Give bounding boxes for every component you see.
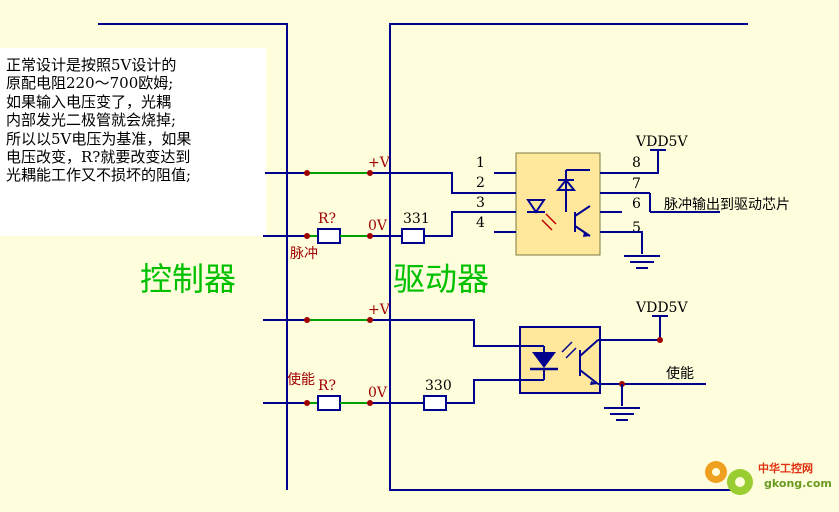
driver-title: 驱动器 xyxy=(393,260,489,298)
optocoupler-ic-top xyxy=(515,152,601,256)
light-arrow xyxy=(565,347,577,359)
junction-dot xyxy=(367,317,373,323)
explanation-lines: 正常设计是按照5V设计的 原配电阻220～700欧姆; 如果输入电压变了，光耦 … xyxy=(6,56,191,185)
top-plusv-wire-right xyxy=(370,172,516,194)
vdd-wire-top xyxy=(622,150,659,174)
pin-number: 1 xyxy=(476,155,485,171)
pin-number: 3 xyxy=(476,195,485,211)
bottom-0v-label: 0V xyxy=(368,385,388,401)
junction-dot xyxy=(657,337,663,343)
note-line: 光耦能工作又不损坏的阻值; xyxy=(6,166,192,185)
note-line: 内部发光二极管就会烧掉; xyxy=(6,111,177,130)
bottom-0v-wire-right xyxy=(446,379,520,404)
resistor-r-bottom xyxy=(317,395,341,411)
controller-border xyxy=(98,23,288,490)
r-bottom-label: R? xyxy=(318,378,336,394)
controller-title: 控制器 xyxy=(140,260,236,298)
transistor-emitter xyxy=(574,225,591,237)
enable-label-left: 使能 xyxy=(287,371,315,388)
light-arrow xyxy=(541,219,553,231)
vdd-label-bottom: VDD5V xyxy=(635,300,688,316)
note-line: 电压改变，R?就要改变达到 xyxy=(6,148,191,167)
watermark: 中华工控网 gkong.com xyxy=(705,461,832,495)
bottom-plusv-wire-right xyxy=(370,319,520,347)
emitter-arrow-icon xyxy=(590,381,598,385)
res-331-label: 331 xyxy=(403,211,430,227)
pin-number: 8 xyxy=(632,155,641,171)
transistor-emitter xyxy=(579,369,599,385)
top-0v-label: 0V xyxy=(368,218,388,234)
junction-dot xyxy=(367,233,373,239)
emitter-arrow-icon xyxy=(583,232,590,237)
vdd-wire-bottom xyxy=(598,316,661,341)
gear-icon-hole xyxy=(735,477,745,487)
pin-number: 4 xyxy=(476,215,485,231)
led-icon xyxy=(532,352,556,368)
gear-icon-hole xyxy=(712,468,720,476)
junction-dot xyxy=(304,233,310,239)
note-line: 原配电阻220～700欧姆; xyxy=(6,74,174,93)
resistor-330 xyxy=(423,395,447,411)
note-line: 正常设计是按照5V设计的 xyxy=(6,56,177,74)
transistor-collector xyxy=(574,205,591,217)
note-line: 所以以5V电压为基准，如果 xyxy=(6,129,192,148)
optocoupler-ic-bottom xyxy=(519,326,601,394)
pulse-out-label: 脉冲输出到驱动芯片 xyxy=(664,197,790,213)
pin-number: 2 xyxy=(476,175,485,191)
enable-label-right: 使能 xyxy=(666,365,694,382)
pin-number: 7 xyxy=(632,176,641,192)
top-plusv-label: +V xyxy=(368,155,391,171)
note-line: 如果输入电压变了，光耦 xyxy=(6,92,172,111)
pin-number: 5 xyxy=(632,220,641,236)
diode-icon xyxy=(555,178,577,191)
watermark-cn: 中华工控网 xyxy=(758,461,813,475)
junction-dot xyxy=(304,170,310,176)
junction-dot xyxy=(367,400,373,406)
driver-border xyxy=(389,23,748,491)
r-top-label: R? xyxy=(318,211,336,227)
bottom-plusv-label: +V xyxy=(368,302,391,318)
explanation-note: 正常设计是按照5V设计的 原配电阻220～700欧姆; 如果输入电压变了，光耦 … xyxy=(0,48,266,236)
junction-dot xyxy=(367,170,373,176)
watermark-url: gkong.com xyxy=(764,477,832,490)
vdd-label-top: VDD5V xyxy=(635,134,688,150)
resistor-r-top xyxy=(317,228,341,244)
pulse-label: 脉冲 xyxy=(290,246,318,262)
resistor-331 xyxy=(401,228,425,244)
res-330-label: 330 xyxy=(425,378,452,394)
junction-dot xyxy=(304,317,310,323)
light-arrow xyxy=(545,213,557,225)
light-arrow xyxy=(561,341,573,353)
junction-dot xyxy=(304,400,310,406)
transistor-collector xyxy=(579,339,599,357)
led-icon xyxy=(526,199,546,214)
pin-number: 6 xyxy=(632,196,641,212)
ground-wire-top xyxy=(622,231,643,254)
top-0v-wire-right xyxy=(424,211,516,237)
